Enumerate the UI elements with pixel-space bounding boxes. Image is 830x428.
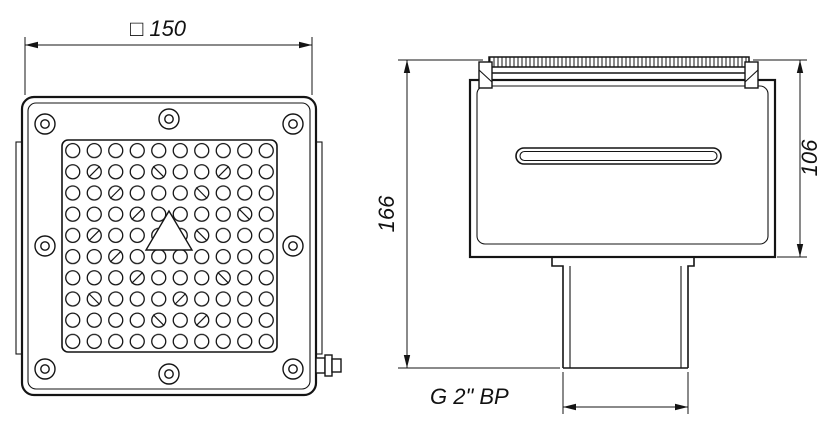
- screw-hole: [34, 358, 56, 380]
- arrowhead: [25, 41, 38, 49]
- arrowhead: [563, 403, 576, 411]
- housing-body-outer: [468, 78, 777, 259]
- arrowhead: [299, 41, 312, 49]
- arrowhead: [796, 244, 804, 257]
- screw-hole: [34, 113, 56, 135]
- side-view: 166 106 G 2" BP: [374, 56, 822, 414]
- lid-clip-left: [478, 61, 493, 89]
- housing-body-inner: [476, 85, 769, 245]
- dimension-width: □ 150: [24, 16, 313, 95]
- screw-hole: [282, 113, 304, 135]
- outlet-pipe: [551, 257, 695, 369]
- dim-height-body-label: 106: [797, 139, 822, 176]
- screw-hole: [34, 235, 56, 257]
- dimension-pipe: G 2" BP: [430, 372, 689, 414]
- dimension-height-total: 166: [374, 59, 560, 369]
- lid-top-hatched: [488, 56, 750, 68]
- arrowhead: [796, 60, 804, 73]
- grate-slash-marks: [88, 165, 251, 327]
- screw-holes: [34, 108, 304, 385]
- screw-hole: [282, 358, 304, 380]
- arrowhead: [403, 355, 411, 368]
- thread-label: G 2" BP: [430, 384, 509, 409]
- center-triangle: [144, 209, 194, 251]
- lid-clip-right: [744, 61, 759, 89]
- lid: [478, 56, 759, 89]
- cover-plate-inner: [27, 102, 311, 390]
- side-fitting: [315, 354, 342, 377]
- inlet-slot: [515, 147, 722, 165]
- arrowhead: [675, 403, 688, 411]
- top-view: □ 150: [15, 16, 342, 397]
- screw-hole: [158, 108, 180, 130]
- dimension-height-body: 106: [753, 59, 822, 258]
- screw-hole: [282, 235, 304, 257]
- arrowhead: [403, 60, 411, 73]
- dim-width-label: □ 150: [130, 16, 187, 41]
- dim-height-total-label: 166: [374, 195, 399, 232]
- screw-hole: [158, 363, 180, 385]
